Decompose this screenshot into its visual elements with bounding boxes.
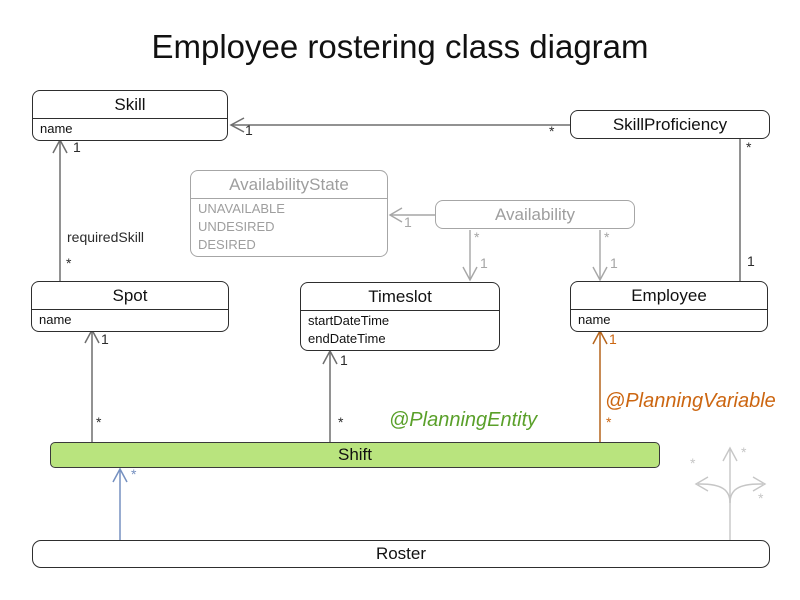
arrowhead-fan-up [722, 446, 738, 462]
multiplicity-availability-employee-star: * [604, 229, 610, 245]
multiplicity-skillproficiency-side: * [549, 123, 555, 139]
class-availabilitystate: AvailabilityState UNAVAILABLE UNDESIRED … [190, 170, 388, 257]
multiplicity-fan-top-star: * [741, 444, 747, 460]
class-availability: Availability [435, 200, 635, 229]
edge-roster-fan-left [698, 483, 731, 504]
multiplicity-roster-shift-star: * [131, 466, 137, 482]
multiplicity-shift-timeslot-one: 1 [340, 352, 348, 368]
class-availabilitystate-attr-desired: DESIRED [198, 237, 256, 252]
planning-entity-annotation: @PlanningEntity [389, 409, 538, 431]
class-availabilitystate-attr-undesired: UNDESIRED [198, 219, 275, 234]
class-employee-attr-name: name [578, 312, 611, 327]
multiplicity-fan-right-star: * [758, 490, 764, 506]
multiplicity-skill-side: 1 [245, 122, 253, 138]
class-spot: Spot name [31, 281, 229, 332]
class-skillproficiency-title: SkillProficiency [612, 115, 728, 134]
multiplicity-shift-timeslot-star: * [338, 414, 344, 430]
page-title: Employee rostering class diagram [151, 28, 649, 65]
role-requiredskill: requiredSkill [67, 229, 145, 245]
multiplicity-availability-timeslot-star: * [474, 229, 480, 245]
class-availability-title: Availability [494, 205, 575, 224]
multiplicity-availabilitystate-side: 1 [404, 214, 412, 230]
class-spot-title: Spot [112, 286, 148, 305]
arrowhead-at-timeslot-bottom [322, 349, 338, 365]
multiplicity-availability-employee-one: 1 [610, 255, 618, 271]
multiplicity-skillproficiency-employee-one: 1 [747, 253, 755, 269]
arrowhead-at-skill-right [229, 117, 245, 133]
arrowhead-at-availabilitystate-right [388, 207, 403, 223]
arrowhead-at-shift-bottom [112, 467, 128, 483]
class-timeslot: Timeslot startDateTime endDateTime [300, 282, 500, 351]
planning-variable-annotation: @PlanningVariable [605, 390, 776, 412]
multiplicity-availability-timeslot-one: 1 [480, 255, 488, 271]
edge-roster-fan-right [729, 483, 763, 504]
class-employee: Employee name [570, 281, 768, 332]
class-skillproficiency: SkillProficiency [570, 110, 770, 139]
class-availabilitystate-attr-unavailable: UNAVAILABLE [198, 201, 285, 216]
multiplicity-spot-side: * [66, 255, 72, 271]
class-timeslot-attr-enddatetime: endDateTime [308, 331, 386, 346]
class-shift: Shift [50, 442, 660, 468]
class-skill: Skill name [32, 90, 228, 141]
multiplicity-shift-spot-one: 1 [101, 331, 109, 347]
arrowhead-fan-right [752, 476, 767, 492]
class-skill-title: Skill [114, 95, 146, 114]
class-skill-attr-name: name [40, 121, 73, 136]
multiplicity-skill-bottom: 1 [73, 139, 81, 155]
class-roster: Roster [32, 540, 770, 568]
class-timeslot-title: Timeslot [368, 287, 432, 306]
class-employee-title: Employee [631, 286, 707, 305]
arrowhead-at-employee-top [592, 266, 608, 282]
class-spot-attr-name: name [39, 312, 72, 327]
arrowhead-fan-left [694, 476, 709, 492]
multiplicity-shift-spot-star: * [96, 414, 102, 430]
class-timeslot-attr-startdatetime: startDateTime [308, 313, 390, 328]
multiplicity-skillproficiency-employee-star: * [746, 139, 752, 155]
multiplicity-shift-employee-star: * [606, 414, 612, 430]
multiplicity-fan-left-star: * [690, 455, 696, 471]
arrowhead-at-timeslot-top [462, 266, 478, 282]
class-availabilitystate-title: AvailabilityState [229, 175, 349, 194]
multiplicity-shift-employee-one: 1 [609, 331, 617, 347]
